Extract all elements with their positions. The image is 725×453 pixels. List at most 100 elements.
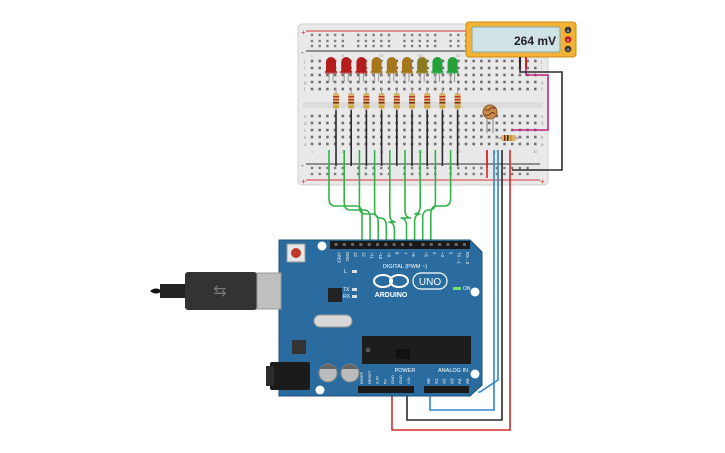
breadboard-hole[interactable] xyxy=(480,135,483,139)
breadboard-hole[interactable] xyxy=(318,142,321,146)
rail-hole[interactable] xyxy=(357,172,360,176)
rail-hole[interactable] xyxy=(387,33,391,37)
rail-hole[interactable] xyxy=(511,172,514,176)
breadboard-hole[interactable] xyxy=(495,80,499,84)
breadboard-hole[interactable] xyxy=(518,73,522,77)
breadboard-hole[interactable] xyxy=(526,135,529,139)
rail-hole[interactable] xyxy=(357,33,360,37)
rail-hole[interactable] xyxy=(357,166,360,170)
breadboard-hole[interactable] xyxy=(326,135,329,139)
digital-pin[interactable] xyxy=(421,243,425,246)
breadboard-hole[interactable] xyxy=(449,121,452,125)
rail-hole[interactable] xyxy=(341,33,344,37)
rail-hole[interactable] xyxy=(464,166,468,170)
led-array[interactable] xyxy=(325,57,459,82)
breadboard-hole[interactable] xyxy=(341,87,345,91)
rail-hole[interactable] xyxy=(310,33,314,37)
breadboard-hole[interactable] xyxy=(433,135,437,139)
breadboard-hole[interactable] xyxy=(372,135,375,139)
rail-hole[interactable] xyxy=(457,44,460,48)
breadboard-hole[interactable] xyxy=(464,66,468,70)
rail-hole[interactable] xyxy=(418,39,421,43)
breadboard-hole[interactable] xyxy=(503,128,506,132)
rail-hole[interactable] xyxy=(326,39,329,43)
breadboard-hole[interactable] xyxy=(495,66,499,70)
breadboard-hole[interactable] xyxy=(426,80,429,84)
breadboard-hole[interactable] xyxy=(341,135,345,139)
reset-button[interactable] xyxy=(286,243,306,263)
breadboard-hole[interactable] xyxy=(341,121,345,125)
breadboard-hole[interactable] xyxy=(480,80,483,84)
breadboard-hole[interactable] xyxy=(503,80,506,84)
rail-hole[interactable] xyxy=(380,33,383,37)
breadboard-hole[interactable] xyxy=(449,87,452,91)
power-header[interactable] xyxy=(358,386,414,393)
breadboard-hole[interactable] xyxy=(403,121,406,125)
breadboard-hole[interactable] xyxy=(318,87,321,91)
breadboard-hole[interactable] xyxy=(387,121,391,125)
ground-wire-black[interactable] xyxy=(406,150,503,421)
rail-hole[interactable] xyxy=(333,172,337,176)
breadboard-hole[interactable] xyxy=(380,80,383,84)
breadboard-hole[interactable] xyxy=(480,128,483,132)
breadboard-hole[interactable] xyxy=(387,73,391,77)
breadboard-hole[interactable] xyxy=(410,73,414,77)
breadboard-hole[interactable] xyxy=(518,135,522,139)
rail-hole[interactable] xyxy=(364,44,368,48)
breadboard-hole[interactable] xyxy=(534,80,537,84)
rail-hole[interactable] xyxy=(310,44,314,48)
breadboard-hole[interactable] xyxy=(418,87,422,91)
breadboard-hole[interactable] xyxy=(449,142,452,146)
breadboard-hole[interactable] xyxy=(356,73,360,77)
breadboard-hole[interactable] xyxy=(495,121,499,125)
rail-hole[interactable] xyxy=(472,166,475,170)
breadboard-hole[interactable] xyxy=(433,121,437,125)
breadboard-hole[interactable] xyxy=(326,80,329,84)
breadboard-hole[interactable] xyxy=(503,121,506,125)
rail-hole[interactable] xyxy=(310,166,314,170)
breadboard-hole[interactable] xyxy=(318,121,321,125)
breadboard-hole[interactable] xyxy=(403,128,406,132)
rail-hole[interactable] xyxy=(326,172,329,176)
rail-hole[interactable] xyxy=(357,44,360,48)
digital-pin[interactable] xyxy=(367,243,371,246)
rail-hole[interactable] xyxy=(449,33,452,37)
breadboard-hole[interactable] xyxy=(403,135,406,139)
breadboard-hole[interactable] xyxy=(503,59,506,63)
rail-hole[interactable] xyxy=(372,44,375,48)
rail-hole[interactable] xyxy=(457,166,460,170)
breadboard-hole[interactable] xyxy=(426,73,429,77)
rail-hole[interactable] xyxy=(410,33,414,37)
rail-hole[interactable] xyxy=(387,39,391,43)
breadboard-hole[interactable] xyxy=(534,114,537,118)
led-7[interactable] xyxy=(416,57,429,82)
breadboard-hole[interactable] xyxy=(510,66,514,70)
breadboard-hole[interactable] xyxy=(326,142,329,146)
led-8[interactable] xyxy=(431,57,444,82)
rail-hole[interactable] xyxy=(457,39,460,43)
signal-wire-green[interactable] xyxy=(413,150,421,245)
breadboard-hole[interactable] xyxy=(310,135,314,139)
breadboard-hole[interactable] xyxy=(518,121,522,125)
breadboard-hole[interactable] xyxy=(333,114,337,118)
rail-hole[interactable] xyxy=(457,33,460,37)
breadboard-hole[interactable] xyxy=(341,128,345,132)
breadboard-hole[interactable] xyxy=(395,73,398,77)
breadboard-hole[interactable] xyxy=(503,73,506,77)
breadboard-hole[interactable] xyxy=(487,142,491,146)
rail-hole[interactable] xyxy=(410,172,414,176)
breadboard-hole[interactable] xyxy=(349,73,352,77)
breadboard-hole[interactable] xyxy=(410,80,414,84)
breadboard-hole[interactable] xyxy=(356,87,360,91)
breadboard-hole[interactable] xyxy=(495,135,499,139)
breadboard-hole[interactable] xyxy=(333,121,337,125)
multimeter-terminals[interactable]: A V G xyxy=(564,26,572,53)
rail-hole[interactable] xyxy=(418,33,421,37)
breadboard-hole[interactable] xyxy=(472,59,475,63)
breadboard-hole[interactable] xyxy=(310,66,314,70)
rail-hole[interactable] xyxy=(310,39,314,43)
breadboard-hole[interactable] xyxy=(310,59,314,63)
breadboard-hole[interactable] xyxy=(457,87,460,91)
breadboard-hole[interactable] xyxy=(410,66,414,70)
breadboard-hole[interactable] xyxy=(341,114,345,118)
